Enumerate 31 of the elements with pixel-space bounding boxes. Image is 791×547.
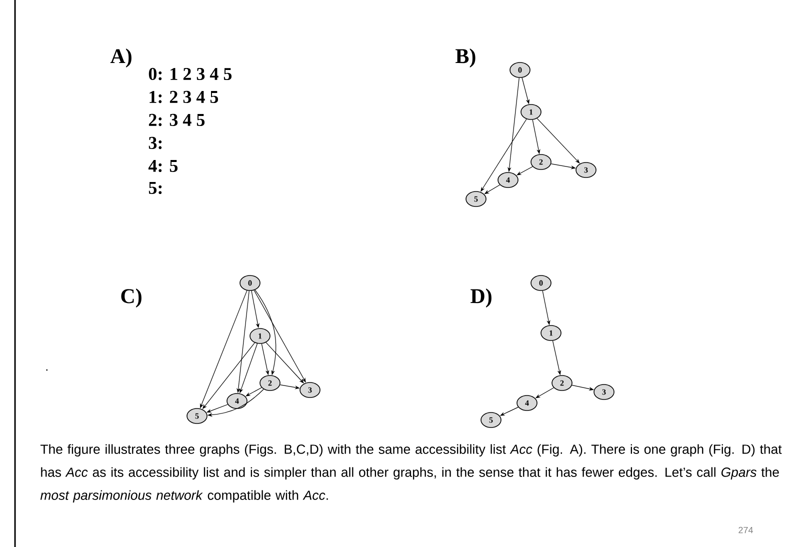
graph-vertex: 1 <box>520 104 542 120</box>
graph-vertex: 4 <box>226 393 248 409</box>
graph-vertex: 4 <box>498 172 518 188</box>
list-row: 5: <box>148 182 162 194</box>
graph-vertex: 1 <box>250 328 270 344</box>
graph-vertex: 5 <box>466 191 486 207</box>
panel-label: C) <box>121 288 142 308</box>
panel-label: B) <box>456 48 476 68</box>
graph-vertex: 2 <box>260 375 280 391</box>
graph-vertex: 0 <box>240 275 260 291</box>
graph-vertex: 2 <box>552 375 572 391</box>
graph-vertex: 2 <box>530 154 552 170</box>
graph-vertex: 0 <box>510 62 530 78</box>
list-row: 3: <box>148 136 162 150</box>
graph-vertex: 5 <box>186 408 208 424</box>
dot-mark: . <box>46 369 48 371</box>
panel-label: A) <box>110 48 132 68</box>
list-row: 0: 1 2 3 4 5 <box>148 68 232 80</box>
graph-vertex: 5 <box>480 412 502 428</box>
graph-vertex: 3 <box>576 162 596 178</box>
list-row: 2: 3 4 5 <box>148 114 205 126</box>
list-row: 4: 5 <box>148 160 178 172</box>
caption-text: The figure illustrates three graphs (Figs. B,C,D) with the same accessibility list Acc (Fig. A). There is one graph (Fig. D) that has Acc as its accessibility list and is simpler than all other graphs, in the sense that it has fewer edges. Let’s call Gpars the most parsimonious network compatible with Acc. <box>40 444 782 503</box>
panel-label: D) <box>470 288 492 308</box>
page-number: 274 <box>738 526 753 534</box>
graph-vertex: 1 <box>540 325 562 341</box>
graph-vertex: 0 <box>530 275 552 291</box>
graph-vertex: 3 <box>594 384 614 400</box>
graph-vertex: 4 <box>516 395 538 411</box>
list-row: 1: 2 3 4 5 <box>150 90 218 104</box>
graph-vertex: 3 <box>300 382 320 398</box>
